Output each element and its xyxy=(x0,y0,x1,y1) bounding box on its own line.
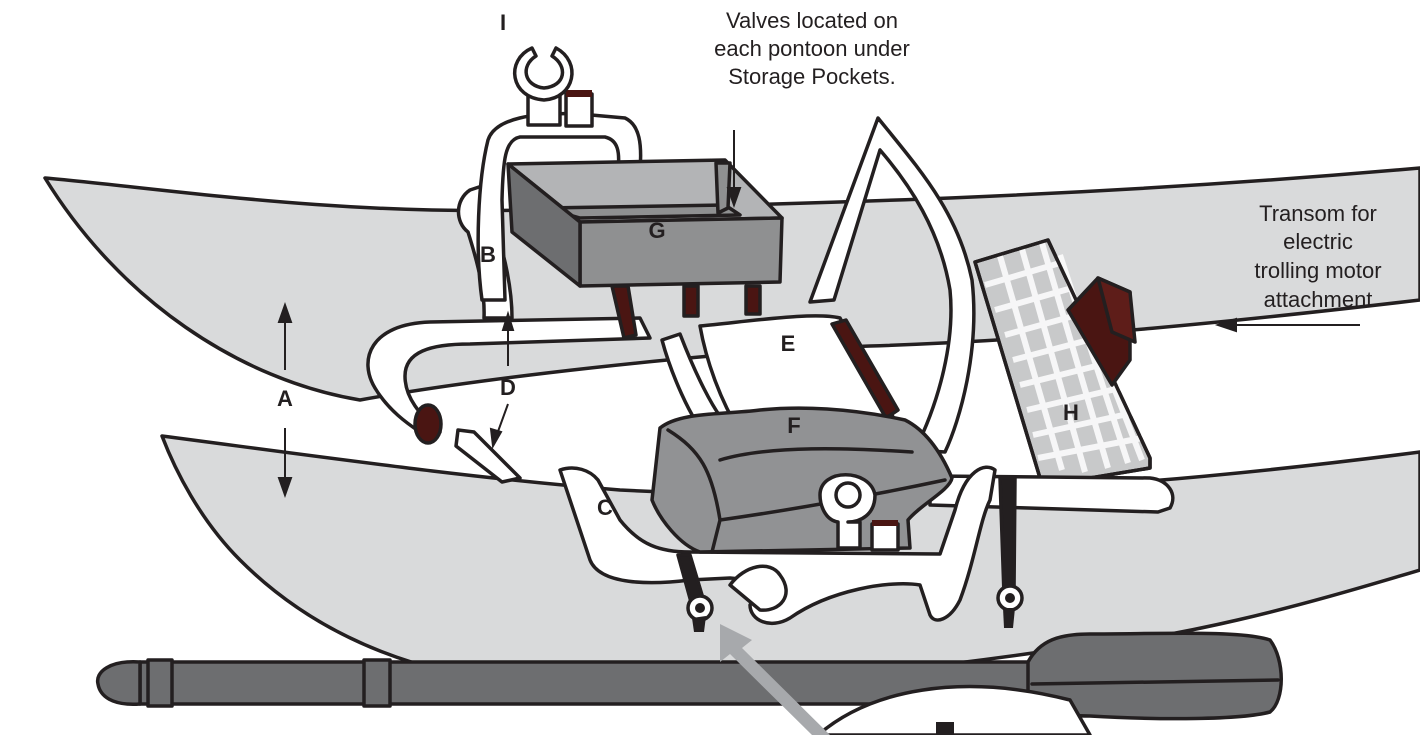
storage-box-front xyxy=(580,218,782,286)
oarlock-ring-right-inner xyxy=(1005,593,1015,603)
oarlock-tail-left xyxy=(692,616,706,632)
oar-post-upper-cap xyxy=(566,94,592,126)
oarlock-tail-right xyxy=(1003,608,1015,628)
seat-cushion xyxy=(652,408,952,552)
oar-post-lower-ring xyxy=(836,483,860,507)
oarlock-strap-right xyxy=(1000,478,1015,595)
transom-note-line-1: Transom for xyxy=(1259,201,1377,226)
label-a: A xyxy=(277,386,293,411)
oar-grip xyxy=(98,662,140,704)
transom-note-line-3: trolling motor xyxy=(1254,258,1381,283)
label-e: E xyxy=(781,331,796,356)
label-f: F xyxy=(787,413,800,438)
valves-note: Valves located on each pontoon under Sto… xyxy=(714,8,910,89)
label-g: G xyxy=(648,218,665,243)
inset-detail xyxy=(936,722,954,735)
label-d: D xyxy=(500,375,516,400)
valves-note-line-3: Storage Pockets. xyxy=(728,64,896,89)
oar-post-upper-cap-top xyxy=(566,90,592,97)
valves-note-line-2: each pontoon under xyxy=(714,36,910,61)
oar-collar-2 xyxy=(364,660,390,706)
label-h: H xyxy=(1063,400,1079,425)
label-c: C xyxy=(597,495,613,520)
transom-note-line-2: electric xyxy=(1283,229,1353,254)
label-b: B xyxy=(480,242,496,267)
oar-post-lower-cap xyxy=(872,524,898,550)
oar-post-lower-cap-top xyxy=(872,520,898,526)
transom-note-line-4: attachment xyxy=(1264,287,1373,312)
oarlock-ring-left-inner xyxy=(695,603,705,613)
oarlock-upper xyxy=(515,48,572,100)
frame-tube-end-cap xyxy=(415,405,441,443)
valves-note-line-1: Valves located on xyxy=(726,8,898,33)
oar-collar-1 xyxy=(148,660,172,706)
label-i: I xyxy=(500,10,506,35)
